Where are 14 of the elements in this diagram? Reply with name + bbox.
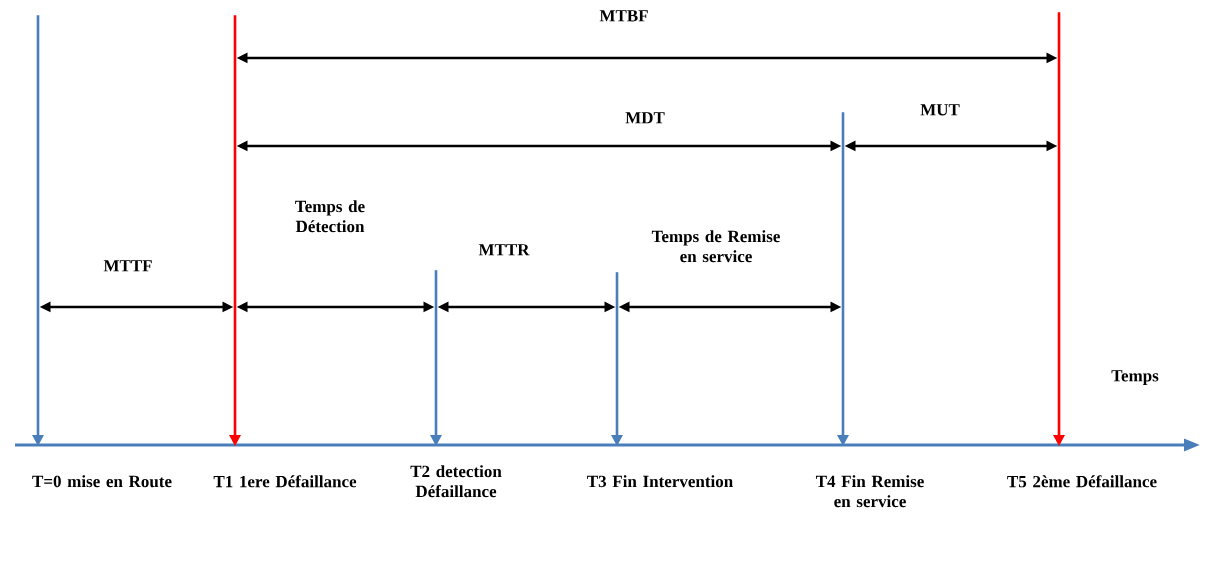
edge-label: MTTR [478,244,530,256]
edge-label: MUT [920,104,960,116]
event-label: T5 2ème Défaillance [1007,475,1157,488]
edge-label: MDT [625,112,665,124]
edge-label: MTBF [599,10,648,22]
edge-label: Temps de Remise en service [651,230,780,263]
event-label: T2 detection Défaillance [410,465,502,498]
event-label: T4 Fin Remise en service [815,475,924,508]
event-label: T=0 mise en Route [32,475,172,488]
edge-label: MTTF [103,260,152,272]
event-label: T1 1ere Défaillance [213,475,357,488]
edge-label: Temps de Détection [295,200,365,233]
event-label: T3 Fin Intervention [587,475,733,488]
axis-label: Temps [1111,370,1159,385]
